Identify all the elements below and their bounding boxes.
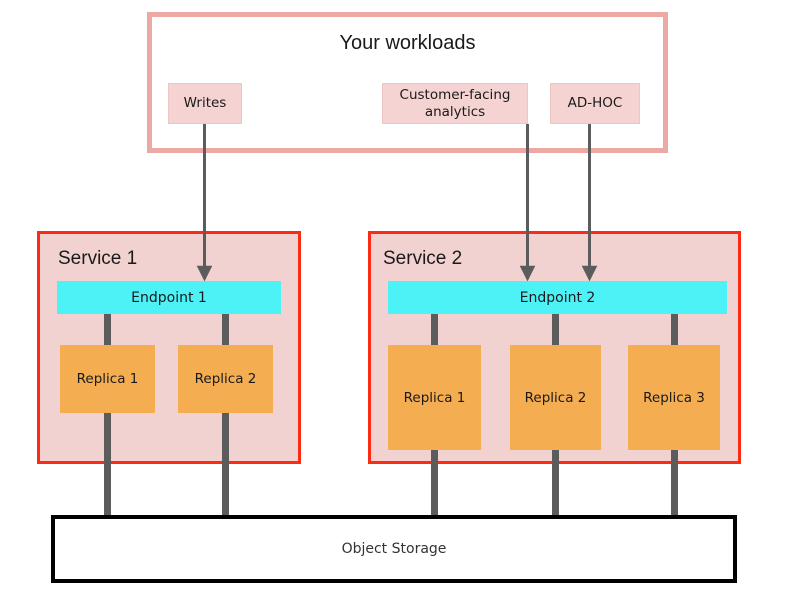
workload-chip-analytics[interactable]: Customer-facing analytics: [382, 83, 528, 124]
object-storage-box[interactable]: Object Storage: [51, 515, 737, 583]
link-endpoint1-replica1: [104, 314, 111, 347]
workload-chip-writes[interactable]: Writes: [168, 83, 242, 124]
link-endpoint1-replica2: [222, 314, 229, 347]
link-s1-replica2-storage: [222, 411, 229, 519]
service-1-replica-1[interactable]: Replica 1: [60, 345, 155, 413]
endpoint-1[interactable]: Endpoint 1: [57, 281, 281, 314]
service-2-replica-2[interactable]: Replica 2: [510, 345, 601, 450]
link-s2-replica3-storage: [671, 448, 678, 519]
link-endpoint2-replica2: [552, 314, 559, 347]
endpoint-2[interactable]: Endpoint 2: [388, 281, 727, 314]
link-s1-replica1-storage: [104, 411, 111, 519]
service-2-title: Service 2: [383, 248, 463, 269]
link-endpoint2-replica1: [431, 314, 438, 347]
service-1-title: Service 1: [58, 248, 138, 269]
service-2-replica-3[interactable]: Replica 3: [628, 345, 720, 450]
workloads-panel: [147, 12, 668, 153]
link-endpoint2-replica3: [671, 314, 678, 347]
link-s2-replica1-storage: [431, 448, 438, 519]
workload-chip-adhoc[interactable]: AD-HOC: [550, 83, 640, 124]
link-s2-replica2-storage: [552, 448, 559, 519]
service-1-replica-2[interactable]: Replica 2: [178, 345, 273, 413]
service-2-replica-1[interactable]: Replica 1: [388, 345, 481, 450]
workloads-panel-title: Your workloads: [339, 32, 476, 54]
